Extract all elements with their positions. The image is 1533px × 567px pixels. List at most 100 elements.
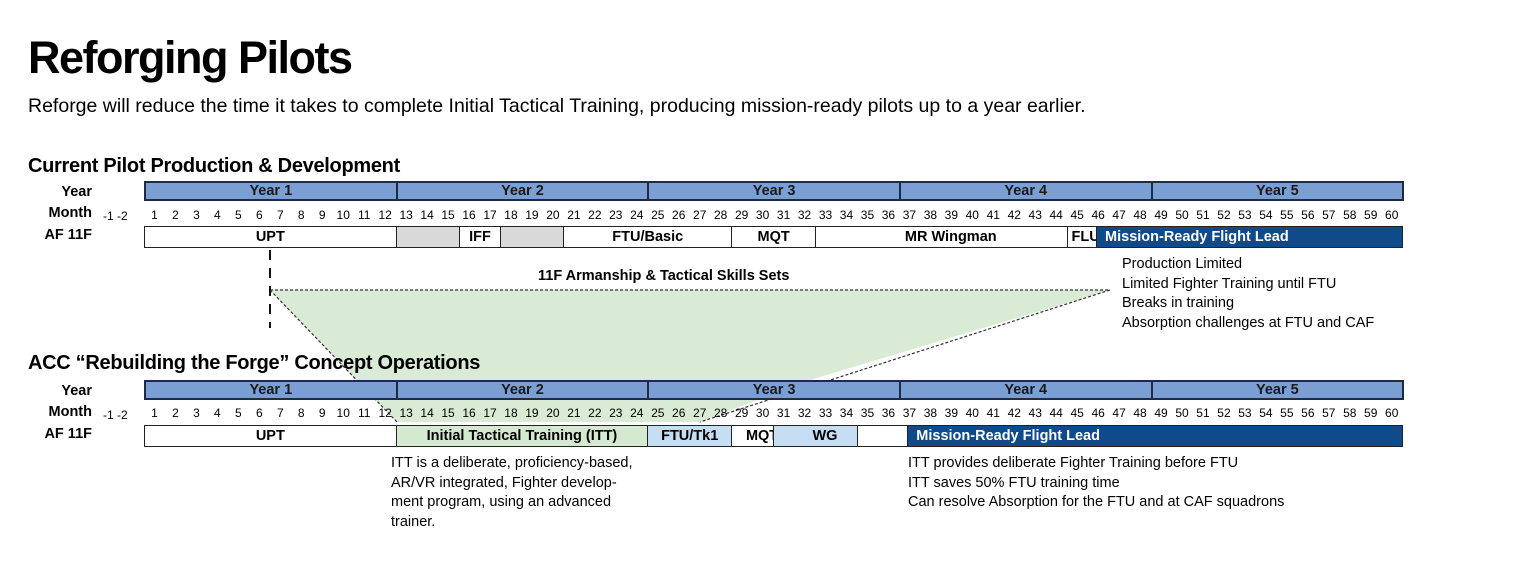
acc-month-label: Month	[48, 404, 92, 420]
month-number: 31	[776, 208, 791, 222]
month-number: 41	[986, 406, 1000, 420]
year-cell: Year 1	[144, 181, 398, 201]
month-number: 43	[1028, 406, 1042, 420]
acc-af-label: AF 11F	[44, 426, 92, 442]
year-cell: Year 3	[647, 380, 901, 400]
year-cell: Year 4	[898, 380, 1153, 400]
month-number: 28	[713, 208, 728, 222]
month-number: 30	[755, 406, 770, 420]
segment-mr-wingman: MR Wingman	[815, 226, 1087, 248]
month-number: 27	[693, 208, 707, 222]
month-number: 3	[193, 406, 200, 420]
month-number: 25	[651, 208, 665, 222]
month-number: 50	[1175, 406, 1189, 420]
month-number: 35	[860, 406, 875, 420]
month-number: 43	[1028, 208, 1042, 222]
month-number: 26	[672, 208, 686, 222]
month-number: 17	[483, 406, 497, 420]
segment-ftu-basic: FTU/Basic	[563, 226, 733, 248]
segment-upt: UPT	[144, 425, 397, 447]
current-note: Production Limited	[1122, 256, 1243, 272]
month-number: 58	[1343, 208, 1357, 222]
month-number: 4	[214, 406, 221, 420]
month-number: 5	[235, 208, 242, 222]
month-number: 4	[214, 208, 221, 222]
month-number: 12	[378, 208, 392, 222]
month-number: 51	[1196, 208, 1210, 222]
year-cell: Year 2	[395, 380, 650, 400]
month-number: 53	[1238, 208, 1252, 222]
month-number: 36	[881, 406, 896, 420]
segment-initial-tactical-training-itt: Initial Tactical Training (ITT)	[395, 425, 649, 447]
month-number: 24	[630, 208, 644, 222]
month-number: 60	[1385, 406, 1399, 420]
month-number: 30	[755, 208, 770, 222]
month-number: 9	[318, 208, 326, 222]
month-number: 23	[609, 208, 623, 222]
month-number: 21	[567, 208, 581, 222]
month-number: 46	[1091, 208, 1105, 222]
month-number: 16	[462, 208, 476, 222]
month-number: 54	[1259, 406, 1273, 420]
month-number: 40	[965, 406, 979, 420]
month-number: 49	[1154, 406, 1168, 420]
month-number: 16	[462, 406, 476, 420]
month-number: 40	[965, 208, 979, 222]
current-note: Breaks in training	[1122, 295, 1235, 311]
segment-wg: WG	[773, 425, 877, 447]
month-number: 59	[1364, 406, 1378, 420]
current-note: Limited Fighter Training until FTU	[1122, 275, 1337, 292]
year-cell: Year 1	[144, 380, 398, 400]
month-number: 13	[399, 406, 413, 420]
month-number: 33	[818, 406, 833, 420]
month-number: 58	[1343, 406, 1357, 420]
acc-note-left: AR/VR integrated, Fighter develop-	[391, 474, 617, 491]
current-negative-months: -1 -2	[103, 209, 128, 223]
month-number: 54	[1259, 208, 1273, 222]
segment-mission-ready-flight-lead: Mission-Ready Flight Lead	[907, 425, 1404, 447]
month-number: 50	[1175, 208, 1189, 222]
month-number: 41	[986, 208, 1000, 222]
month-number: 14	[420, 208, 434, 222]
skills-label: 11F Armanship & Tactical Skills Sets	[538, 268, 790, 284]
segment-upt: UPT	[144, 226, 397, 248]
segment-ftu-tk1: FTU/Tk1	[647, 425, 733, 447]
month-number: 48	[1133, 406, 1147, 420]
month-number: 20	[546, 406, 560, 420]
month-number: 55	[1280, 406, 1294, 420]
page-subtitle: Reforge will reduce the time it takes to…	[28, 95, 1086, 117]
month-number: 25	[651, 406, 665, 420]
acc-negative-months: -1 -2	[103, 408, 128, 422]
current-af-label: AF 11F	[44, 227, 92, 243]
month-number: 29	[734, 406, 749, 420]
acc-note-right: Can resolve Absorption for the FTU and a…	[908, 494, 1285, 510]
month-number: 22	[588, 208, 602, 222]
month-number: 15	[441, 208, 455, 222]
acc-note-left: trainer.	[391, 513, 436, 530]
month-number: 57	[1322, 406, 1336, 420]
month-number: 18	[504, 208, 518, 222]
acc-note-right: ITT saves 50% FTU training time	[908, 474, 1120, 491]
month-number: 1	[151, 208, 158, 222]
month-number: 13	[399, 208, 413, 222]
month-number: 37	[902, 208, 917, 222]
month-number: 38	[923, 406, 938, 420]
month-number: 14	[420, 406, 434, 420]
month-number: 51	[1196, 406, 1210, 420]
month-number: 1	[151, 406, 158, 420]
month-number: 44	[1049, 208, 1063, 222]
segment-iff: IFF	[458, 226, 502, 248]
month-number: 19	[525, 406, 539, 420]
month-number: 5	[235, 406, 242, 420]
year-cell: Year 5	[1150, 380, 1405, 400]
month-number: 53	[1238, 406, 1252, 420]
month-number: 18	[504, 406, 518, 420]
month-number: 15	[441, 406, 455, 420]
current-note: Absorption challenges at FTU and CAF	[1122, 314, 1375, 331]
month-number: 55	[1280, 208, 1294, 222]
month-number: 36	[881, 208, 896, 222]
acc-notes-left: ITT is a deliberate, proficiency-based, …	[391, 454, 633, 532]
month-number: 17	[483, 208, 497, 222]
month-number: 48	[1133, 208, 1147, 222]
month-number: 12	[378, 406, 392, 420]
